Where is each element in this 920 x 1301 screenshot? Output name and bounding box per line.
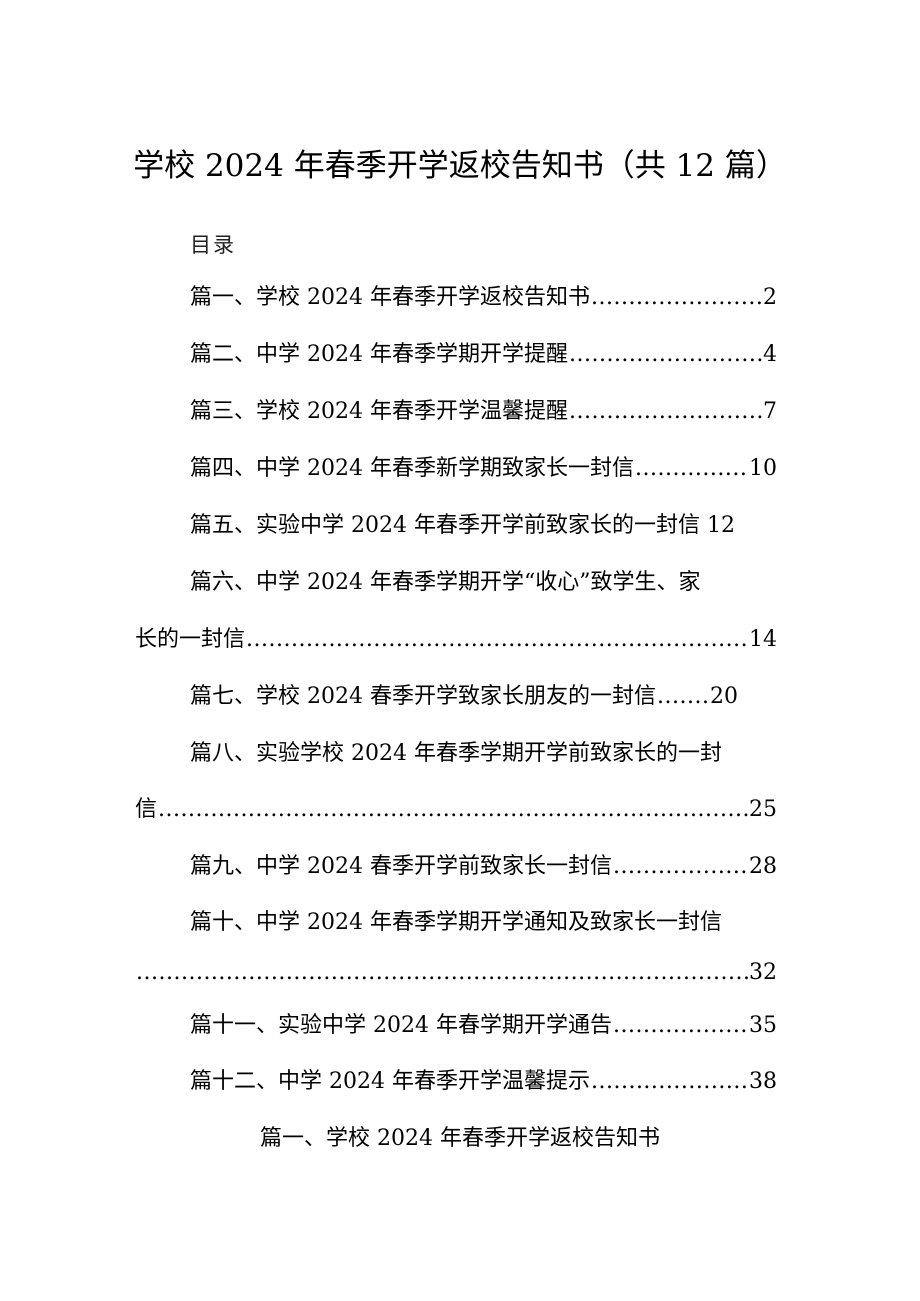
toc-entry-title-cont: 信 — [135, 797, 158, 822]
toc-leader-dots — [591, 1065, 748, 1099]
toc-entry-page: 20 — [710, 684, 738, 709]
toc-entry-page: 35 — [749, 1013, 777, 1038]
toc-entry-continuation[interactable]: 长的一封信 14 — [135, 623, 777, 657]
toc-leader-dots — [569, 338, 762, 372]
toc-entry-title: 篇九、中学 2024 春季开学前致家长一封信 — [190, 854, 612, 879]
toc-leader-dots — [613, 1009, 748, 1043]
toc-entry-page: 7 — [763, 399, 777, 424]
toc-heading: 目录 — [190, 233, 236, 257]
document-title: 学校 2024 年春季开学返校告知书（共 12 篇） — [133, 148, 787, 184]
toc-entry[interactable]: 篇六、中学 2024 年春季学期开学“收心”致学生、家 — [190, 566, 777, 600]
toc-leader-dots — [657, 680, 709, 714]
toc-entry[interactable]: 篇九、中学 2024 春季开学前致家长一封信 28 — [190, 850, 777, 884]
toc-entry[interactable]: 篇一、学校 2024 年春季开学返校告知书 2 — [190, 281, 777, 315]
toc-leader-dots — [246, 623, 748, 657]
toc-entry-title: 篇十二、中学 2024 年春季开学温馨提示 — [190, 1069, 590, 1094]
toc-entry-title: 篇八、实验学校 2024 年春季学期开学前致家长的一封 — [190, 741, 722, 766]
toc-entry-title: 篇十一、实验中学 2024 年春学期开学通告 — [190, 1013, 612, 1038]
toc-entry-title: 篇五、实验中学 2024 年春季开学前致家长的一封信 12 — [190, 513, 735, 538]
toc-entry[interactable]: 篇十二、中学 2024 年春季开学温馨提示 38 — [190, 1065, 777, 1099]
toc-entry[interactable]: 篇七、学校 2024 春季开学致家长朋友的一封信 20 — [190, 680, 738, 714]
toc-entry-title: 篇七、学校 2024 春季开学致家长朋友的一封信 — [190, 684, 656, 709]
toc-entry[interactable]: 篇五、实验中学 2024 年春季开学前致家长的一封信 12 — [190, 509, 777, 543]
toc-entry[interactable]: 篇十一、实验中学 2024 年春学期开学通告 35 — [190, 1009, 777, 1043]
toc-entry-page: 32 — [749, 960, 777, 985]
toc-entry[interactable]: 篇十、中学 2024 年春季学期开学通知及致家长一封信 — [190, 906, 777, 940]
toc-entry-title: 篇三、学校 2024 年春季开学温馨提醒 — [190, 399, 568, 424]
section-heading: 篇一、学校 2024 年春季开学返校告知书 — [260, 1126, 660, 1151]
toc-entry-page: 28 — [749, 854, 777, 879]
toc-entry-page: 38 — [749, 1069, 777, 1094]
toc-entry[interactable]: 篇四、中学 2024 年春季新学期致家长一封信 10 — [190, 452, 777, 486]
toc-entry-title: 篇四、中学 2024 年春季新学期致家长一封信 — [190, 456, 634, 481]
toc-entry-page: 25 — [749, 797, 777, 822]
toc-entry-continuation[interactable]: 32 — [135, 956, 777, 990]
toc-leader-dots — [613, 850, 748, 884]
toc-leader-dots — [569, 395, 762, 429]
toc-entry-continuation[interactable]: 信 25 — [135, 793, 777, 827]
toc-entry-page: 4 — [763, 342, 777, 367]
toc-entry-page: 10 — [749, 456, 777, 481]
toc-entry-page: 2 — [763, 285, 777, 310]
toc-entry[interactable]: 篇二、中学 2024 年春季学期开学提醒 4 — [190, 338, 777, 372]
toc-leader-dots — [635, 452, 748, 486]
toc-entry-title: 篇六、中学 2024 年春季学期开学“收心”致学生、家 — [190, 570, 701, 595]
toc-entry-title-cont: 长的一封信 — [135, 627, 246, 652]
toc-leader-dots — [136, 956, 748, 990]
toc-leader-dots — [158, 793, 748, 827]
toc-entry[interactable]: 篇八、实验学校 2024 年春季学期开学前致家长的一封 — [190, 737, 777, 771]
toc-leader-dots — [591, 281, 762, 315]
toc-entry[interactable]: 篇三、学校 2024 年春季开学温馨提醒 7 — [190, 395, 777, 429]
toc-entry-title: 篇十、中学 2024 年春季学期开学通知及致家长一封信 — [190, 910, 722, 935]
toc-entry-title: 篇一、学校 2024 年春季开学返校告知书 — [190, 285, 590, 310]
toc-entry-page: 14 — [749, 627, 777, 652]
toc-entry-title: 篇二、中学 2024 年春季学期开学提醒 — [190, 342, 568, 367]
